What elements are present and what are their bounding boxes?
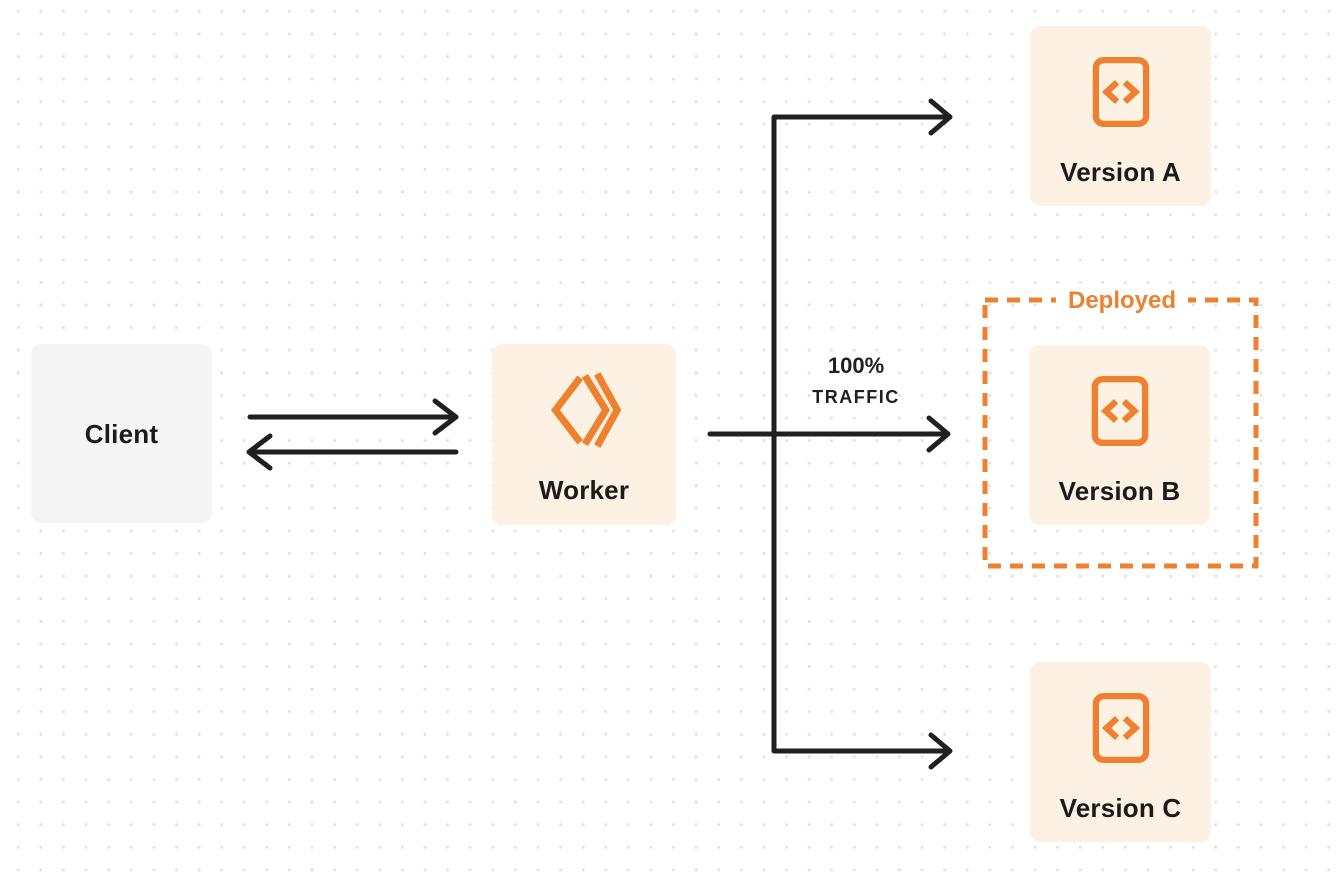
version-b-node: Version B <box>1029 345 1210 525</box>
traffic-label: 100% TRAFFIC <box>780 350 932 413</box>
version-b-label: Version B <box>1058 476 1181 506</box>
arrow-worker-to-version-b <box>707 415 951 453</box>
workers-logo-icon <box>551 372 622 448</box>
version-a-node: Version A <box>1030 26 1211 206</box>
arrow-worker-to-client <box>246 433 459 471</box>
worker-node: Worker <box>492 344 676 525</box>
version-a-label: Version A <box>1060 157 1181 187</box>
traffic-word: TRAFFIC <box>812 387 900 407</box>
client-node: Client <box>31 344 212 523</box>
worker-label: Worker <box>538 475 630 505</box>
arrow-branch-to-version-a <box>771 98 953 437</box>
version-c-label: Version C <box>1059 793 1182 823</box>
code-file-icon <box>1092 56 1149 128</box>
client-label: Client <box>84 419 159 449</box>
code-file-icon <box>1091 375 1148 447</box>
traffic-percent: 100% <box>827 353 885 378</box>
arrow-branch-to-version-c <box>771 431 953 770</box>
arrow-client-to-worker <box>247 398 459 436</box>
code-file-icon <box>1092 692 1149 764</box>
deployed-label: Deployed <box>1055 287 1189 315</box>
version-c-node: Version C <box>1030 662 1211 842</box>
